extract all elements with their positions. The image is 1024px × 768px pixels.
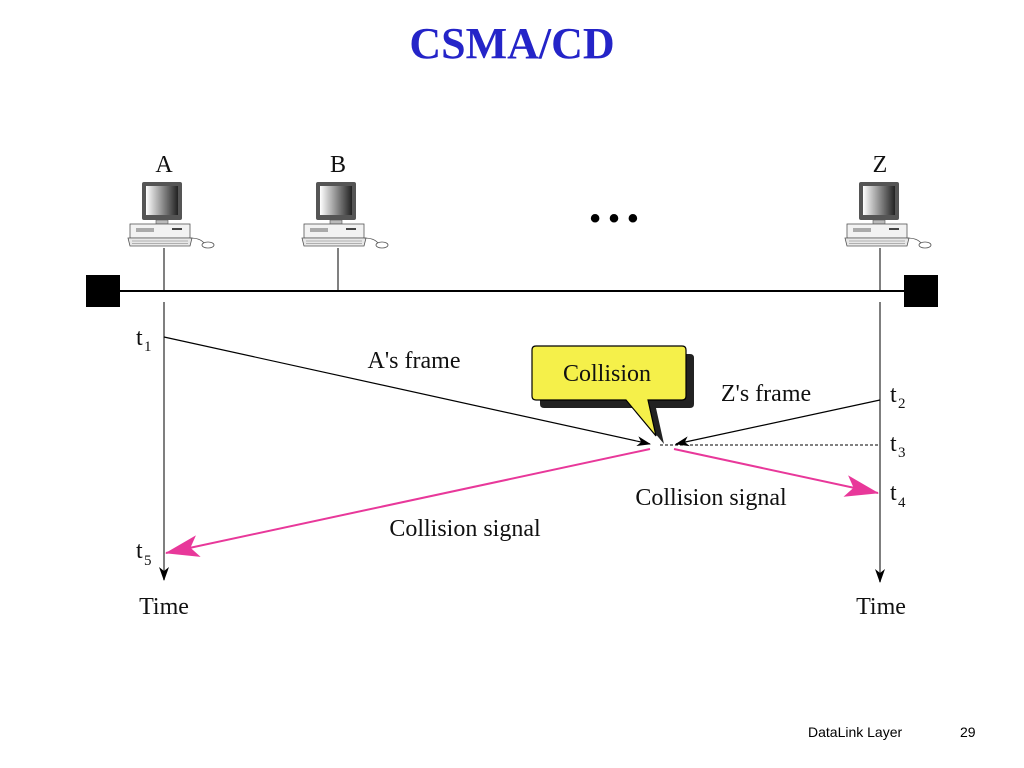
svg-text:t: t (890, 382, 897, 408)
station-a: A (127, 152, 215, 249)
collision-signal-right-label: Collision signal (635, 485, 787, 511)
collision-callout: Collision (531, 345, 694, 444)
a-frame-arrow (163, 336, 651, 447)
station-z: Z (844, 152, 932, 249)
terminator-left (86, 275, 120, 307)
slide-title: CSMA/CD (409, 19, 615, 68)
footer-section-label: DataLink Layer (808, 724, 903, 740)
time-marker-t3: t 3 (890, 431, 906, 461)
time-marker-t1: t 1 (136, 325, 152, 355)
svg-text:3: 3 (898, 445, 906, 461)
svg-text:t: t (136, 325, 143, 351)
station-label: Z (873, 152, 888, 178)
computer-icon (844, 182, 932, 249)
time-marker-t2: t 2 (890, 382, 906, 412)
time-marker-t4: t 4 (890, 480, 906, 511)
ellipsis: • • • (590, 202, 638, 235)
svg-text:t: t (890, 480, 897, 506)
z-frame-arrow (675, 399, 881, 447)
computer-icon (127, 182, 215, 249)
terminator-right (904, 275, 938, 307)
collision-label: Collision (563, 361, 651, 387)
station-b: B (301, 152, 389, 249)
page-number: 29 (960, 724, 976, 740)
computer-icon (301, 182, 389, 249)
svg-text:2: 2 (898, 396, 906, 412)
collision-signal-left-arrow (165, 448, 651, 557)
time-label-right: Time (856, 594, 906, 620)
svg-text:1: 1 (144, 339, 152, 355)
time-marker-t5: t 5 (136, 538, 152, 569)
time-label-left: Time (139, 594, 189, 620)
z-frame-label: Z's frame (721, 381, 811, 407)
station-label: A (155, 152, 173, 178)
svg-text:t: t (890, 431, 897, 457)
a-frame-label: A's frame (368, 348, 461, 374)
station-label: B (330, 152, 346, 178)
collision-signal-left-label: Collision signal (389, 516, 541, 542)
collision-signal-right-arrow (673, 448, 879, 497)
svg-text:4: 4 (898, 495, 906, 511)
svg-text:t: t (136, 538, 143, 564)
svg-text:5: 5 (144, 553, 152, 569)
